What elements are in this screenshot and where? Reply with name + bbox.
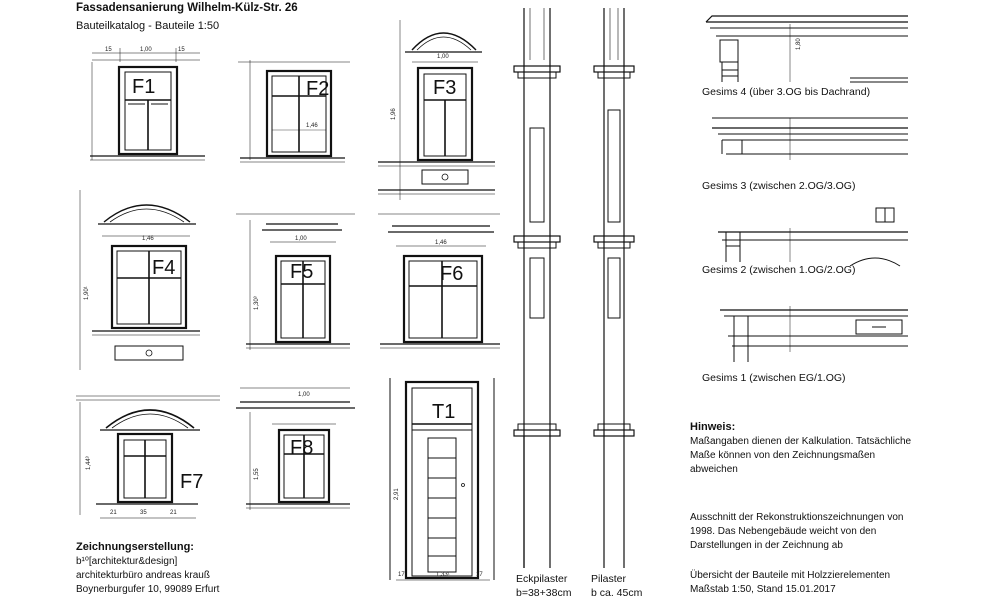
hint-line-2: Maße können von den Zeichnungsmaßen [690, 450, 876, 461]
dim-f5-width: 1,00 [295, 236, 307, 242]
window-f5 [236, 213, 355, 350]
label-f7: F7 [180, 471, 203, 493]
dim-t1-left: 17 [398, 572, 405, 578]
hint-line-3: abweichen [690, 464, 738, 475]
window-f6 [378, 213, 500, 349]
dim-t1-height: 2,91 [394, 488, 400, 500]
dim-f7-a: 21 [110, 510, 117, 516]
overview-line-1: Übersicht der Bauteile mit Holzziereleme… [690, 570, 891, 581]
label-f2: F2 [306, 78, 329, 100]
label-f6: F6 [440, 263, 463, 285]
credits-line-2: architekturbüro andreas krauß [76, 570, 210, 581]
window-f8 [236, 387, 355, 510]
dim-f7-b: 35 [140, 510, 147, 516]
gesims-1-drawing [720, 306, 908, 362]
eckpilaster-label: Eckpilaster [516, 573, 568, 585]
dim-f4-width: 1,46 [142, 236, 154, 242]
gesims-1-label: Gesims 1 (zwischen EG/1.OG) [702, 372, 846, 384]
dim-f7-c: 21 [170, 510, 177, 516]
window-f7 [76, 395, 220, 519]
dim-f8-width: 1,00 [298, 392, 310, 398]
dim-f5-height: 1,30³ [254, 296, 260, 310]
page-subtitle: Bauteilkatalog - Bauteile 1:50 [76, 20, 220, 32]
dim-f3-height: 1,96 [391, 108, 397, 120]
hint-line-1: Maßangaben dienen der Kalkulation. Tatsä… [690, 436, 912, 447]
dim-f2-width: 1,46 [306, 123, 318, 129]
dim-f1-width: 1,00 [140, 47, 152, 53]
dim-f1-left: 15 [105, 47, 112, 53]
dim-f8-height: 1,55 [254, 468, 260, 480]
dim-f1-right: 15 [178, 47, 185, 53]
label-f3: F3 [433, 77, 456, 99]
window-f2 [238, 60, 350, 163]
label-f1: F1 [132, 76, 155, 98]
window-f1 [90, 48, 205, 161]
eckpilaster-drawing [513, 8, 561, 568]
dim-t1-width: 1,33¹ [436, 572, 450, 578]
dim-gesims4: 1,80 [796, 38, 802, 50]
pilaster-drawing [593, 8, 635, 568]
dim-f6-width: 1,46 [435, 240, 447, 246]
gesims-4-drawing [705, 15, 908, 83]
gesims-3-drawing [712, 117, 908, 160]
door-t1 [389, 378, 495, 581]
dim-f3-width: 1,00 [437, 54, 449, 60]
gesims-4-label: Gesims 4 (über 3.OG bis Dachrand) [702, 86, 871, 98]
eckpilaster-size: b=38+38cm [516, 587, 572, 599]
section-line-1: Ausschnitt der Rekonstruktionszeichnunge… [690, 512, 904, 523]
label-t1: T1 [432, 401, 455, 423]
dim-t1-right: 17 [476, 572, 483, 578]
window-f3 [378, 20, 495, 200]
credits-heading: Zeichnungserstellung: [76, 541, 194, 553]
label-f4: F4 [152, 257, 175, 279]
label-f8: F8 [290, 437, 313, 459]
credits-line-1: b¹⁰[architektur&design] [76, 556, 178, 567]
gesims-2-label: Gesims 2 (zwischen 1.OG/2.OG) [702, 264, 856, 276]
section-line-2: 1998. Das Nebengebäude weicht von den [690, 526, 877, 537]
credits-line-3: Boynerburgufer 10, 99089 Erfurt [76, 584, 220, 595]
pilaster-label: Pilaster [591, 573, 627, 585]
gesims-2-drawing [718, 207, 908, 267]
hint-title: Hinweis: [690, 421, 736, 433]
section-line-3: Darstellungen in der Zeichnung ab [690, 540, 843, 551]
gesims-3-label: Gesims 3 (zwischen 2.OG/3.OG) [702, 180, 856, 192]
page-title: Fassadensanierung Wilhelm-Külz-Str. 26 [76, 2, 298, 14]
window-f4 [79, 190, 200, 370]
overview-line-2: Maßstab 1:50, Stand 15.01.2017 [690, 584, 836, 595]
dim-f7-height: 1,44³ [86, 456, 92, 470]
label-f5: F5 [290, 261, 313, 283]
dim-f4-height: 1,90¹ [84, 286, 90, 300]
pilaster-size: b ca. 45cm [591, 587, 643, 599]
